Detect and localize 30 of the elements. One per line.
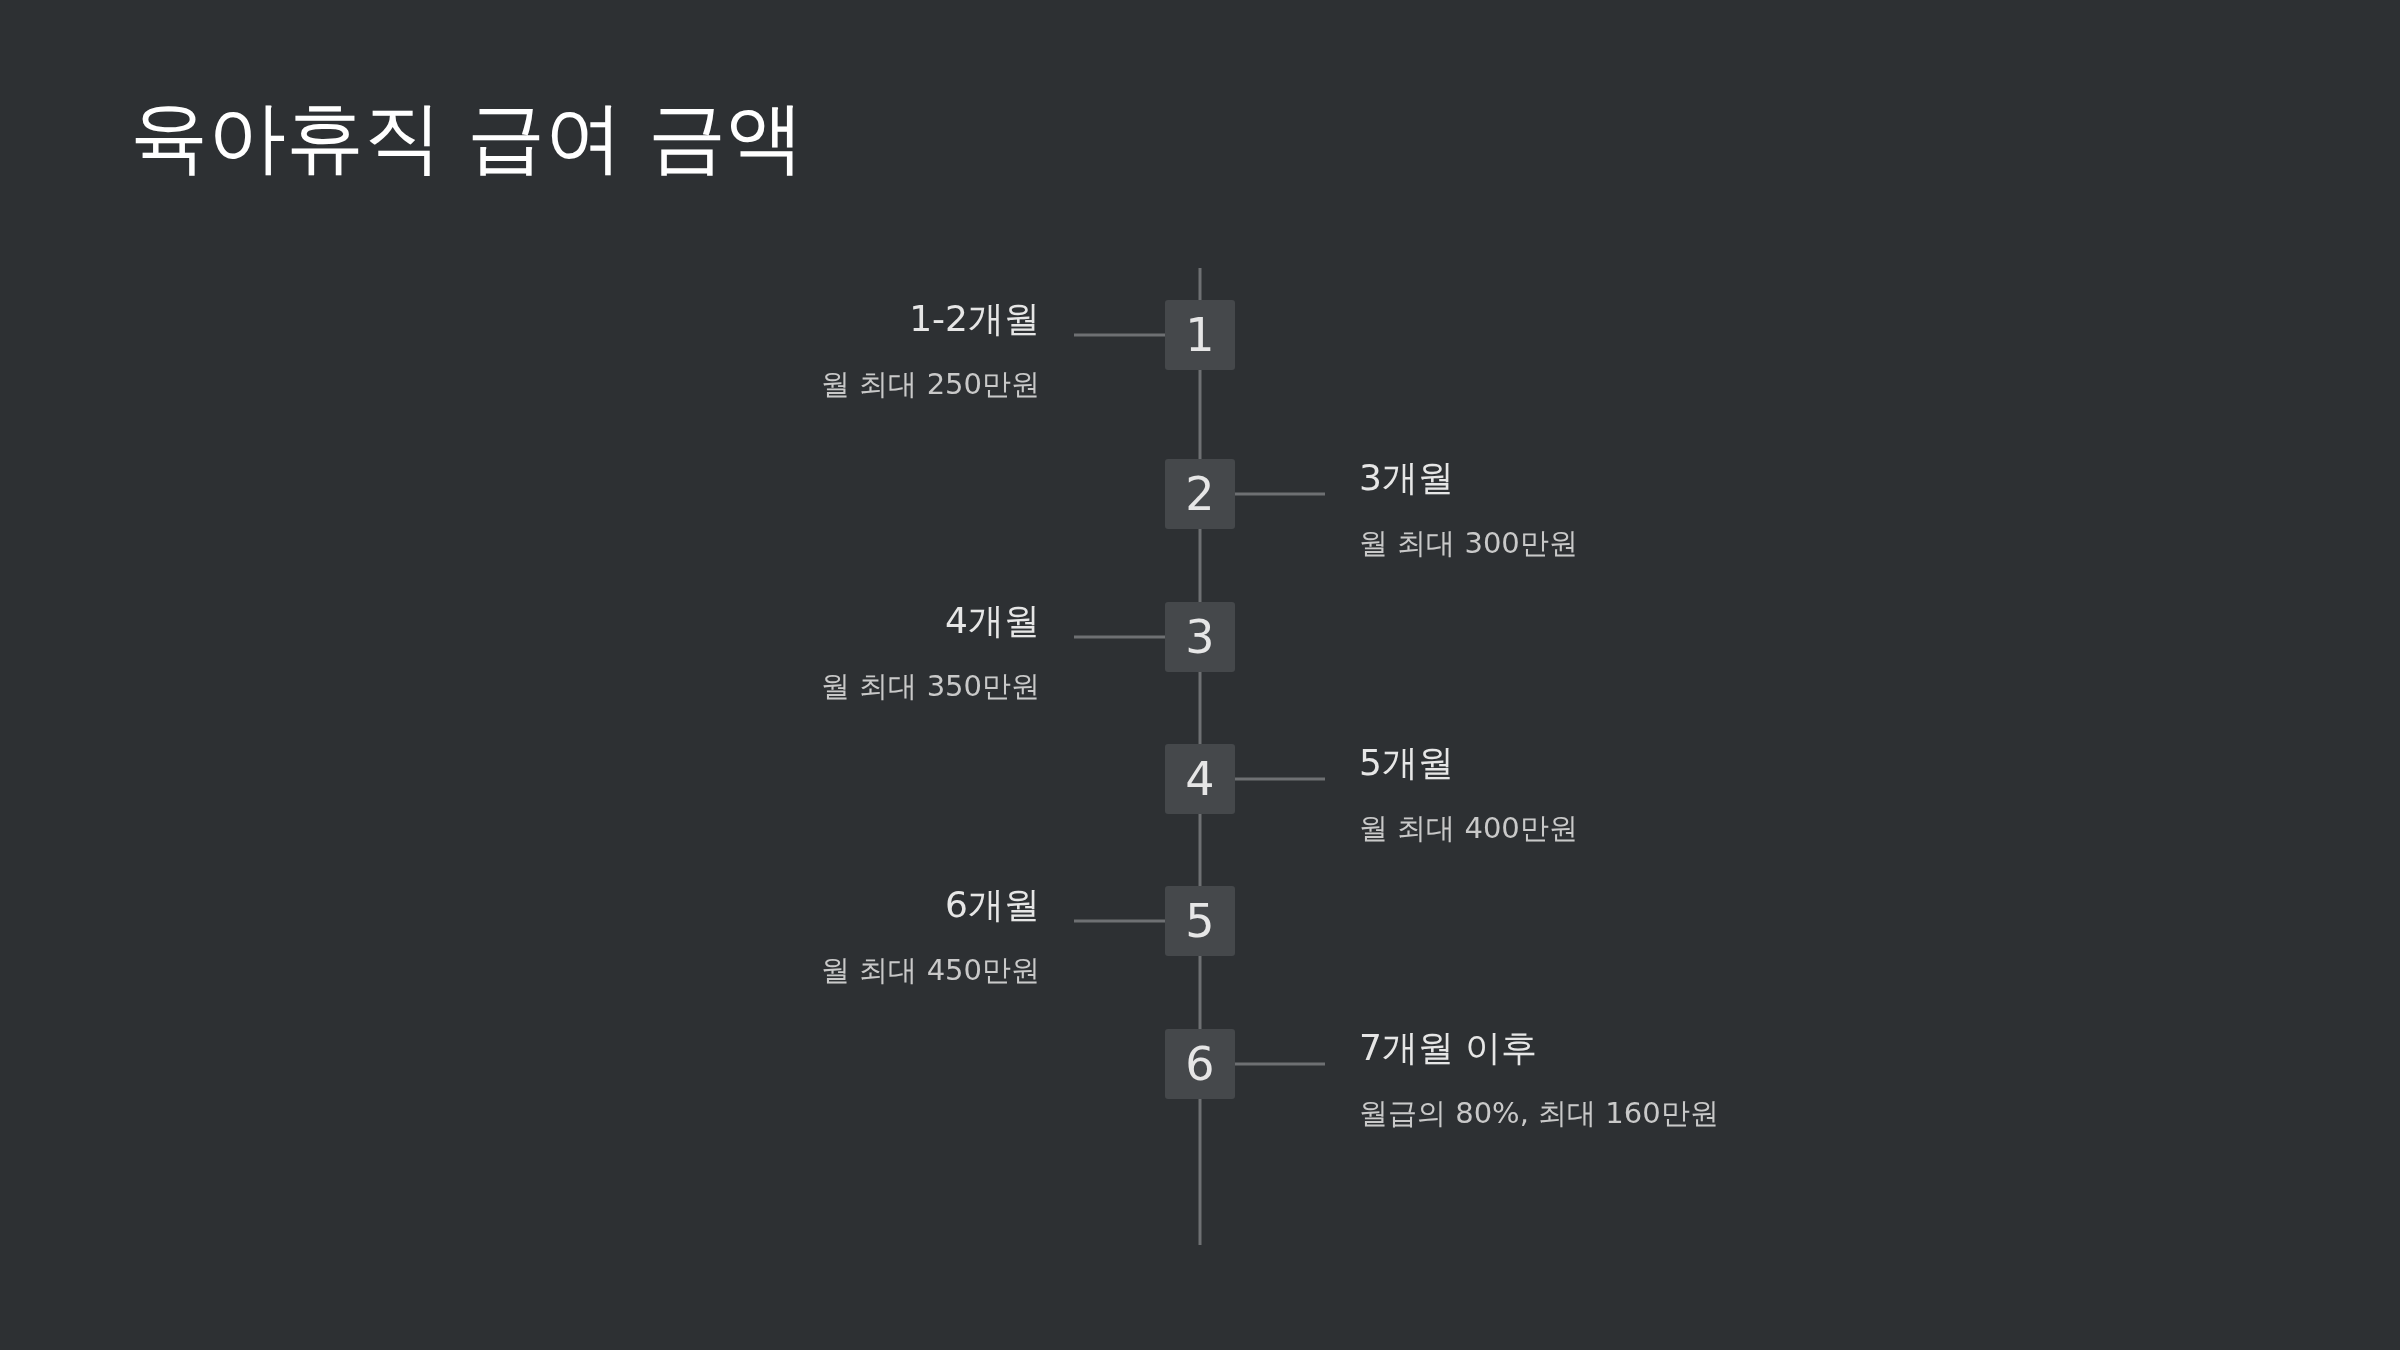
connector-line xyxy=(1074,635,1165,639)
timeline-line xyxy=(1198,529,1202,602)
step-number-box: 1 xyxy=(1165,300,1235,370)
period-heading: 5개월 xyxy=(1359,745,1454,781)
connector-line xyxy=(1074,333,1165,337)
amount-text: 월 최대 400만원 xyxy=(1359,814,1578,843)
amount-text: 월 최대 250만원 xyxy=(821,370,1040,399)
timeline-line xyxy=(1198,956,1202,1029)
amount-text: 월 최대 450만원 xyxy=(821,956,1040,985)
timeline-line xyxy=(1198,370,1202,459)
period-heading: 1-2개월 xyxy=(909,301,1040,337)
step-number-box: 2 xyxy=(1165,459,1235,529)
connector-line xyxy=(1235,777,1325,781)
step-number-box: 5 xyxy=(1165,886,1235,956)
connector-line xyxy=(1235,492,1325,496)
timeline-line xyxy=(1198,672,1202,744)
period-heading: 3개월 xyxy=(1359,460,1454,496)
title: 육아휴직 급여 금액 xyxy=(130,98,804,176)
step-number-box: 3 xyxy=(1165,602,1235,672)
step-number-box: 4 xyxy=(1165,744,1235,814)
timeline-line xyxy=(1198,814,1202,886)
step-number-box: 6 xyxy=(1165,1029,1235,1099)
period-heading: 7개월 이후 xyxy=(1359,1030,1538,1066)
connector-line xyxy=(1074,919,1165,923)
amount-text: 월 최대 350만원 xyxy=(821,672,1040,701)
period-heading: 4개월 xyxy=(945,603,1040,639)
period-heading: 6개월 xyxy=(945,887,1040,923)
amount-text: 월 최대 300만원 xyxy=(1359,529,1578,558)
connector-line xyxy=(1235,1062,1325,1066)
amount-text: 월급의 80%, 최대 160만원 xyxy=(1359,1099,1719,1128)
